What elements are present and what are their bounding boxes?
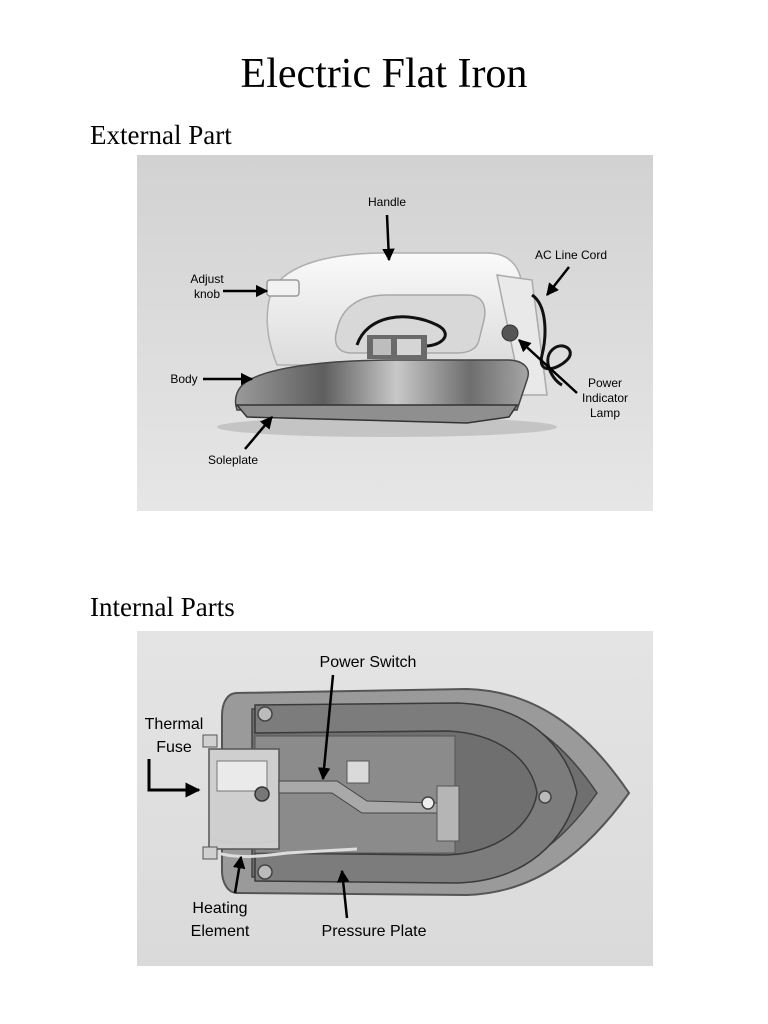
pressure-plate [254, 702, 578, 884]
label-power-indicator-line1: Power [588, 376, 622, 390]
label-power-indicator-line2: Indicator [582, 391, 628, 405]
label-body: Body [170, 372, 197, 386]
heating-element [211, 847, 358, 858]
label-pressure-plate: Pressure Plate [322, 923, 427, 940]
internal-iron-illustration: Power Switch Thermal Fuse Heating Elemen… [137, 631, 653, 966]
label-heating-element-line2: Element [191, 923, 250, 940]
label-handle: Handle [368, 195, 406, 209]
external-part-photo: Handle AC Line Cord Adjust knob Body Pow… [137, 155, 653, 511]
iron-body [234, 359, 529, 411]
ac-line-cord [531, 293, 572, 387]
adjust-knob [266, 279, 300, 297]
label-adjust-knob-line1: Adjust [190, 272, 224, 286]
internal-parts-photo: Power Switch Thermal Fuse Heating Elemen… [137, 631, 653, 966]
label-adjust-knob-line2: knob [194, 287, 220, 301]
label-power-indicator-line3: Lamp [590, 406, 620, 420]
label-thermal-fuse-line1: Thermal [145, 716, 204, 733]
power-indicator-lamp [501, 324, 519, 342]
label-heating-element-line1: Heating [192, 900, 247, 917]
label-ac-line-cord: AC Line Cord [535, 248, 607, 262]
external-iron-illustration: Handle AC Line Cord Adjust knob Body Pow… [137, 155, 653, 511]
label-soleplate: Soleplate [208, 453, 258, 467]
label-thermal-fuse-line2: Fuse [156, 739, 192, 756]
iron-soleplate [235, 404, 519, 424]
section-heading-external: External Part [90, 120, 232, 150]
label-power-switch: Power Switch [320, 654, 417, 671]
section-heading-internal: Internal Parts [90, 592, 235, 622]
page-title: Electric Flat Iron [240, 51, 528, 97]
